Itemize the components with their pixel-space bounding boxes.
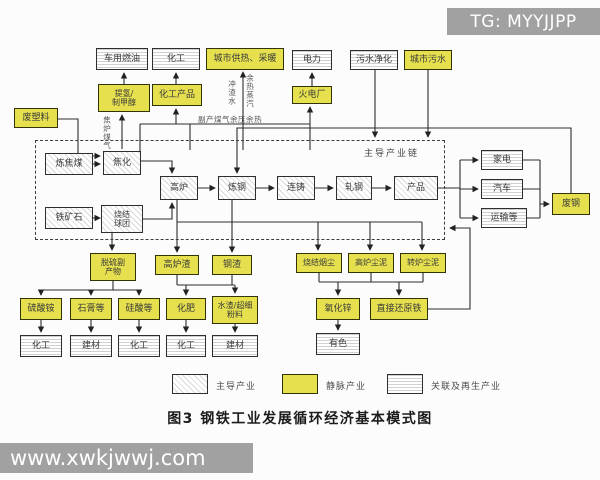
main-chain-frame — [35, 140, 445, 240]
node-sintering: 烧结 球团 — [101, 205, 143, 233]
node-hydrogen-methanol: 提氢/ 制甲醇 — [98, 84, 150, 112]
node-silicate: 硅酸等 — [118, 298, 160, 320]
label-byproduct-gas: 副产煤气余压余热 — [198, 115, 262, 124]
node-slag-powder: 水渣/超细 粉料 — [212, 296, 258, 324]
node-chem-industry-top: 化工 — [152, 48, 200, 70]
node-steelmaking: 炼钢 — [218, 176, 256, 200]
node-city-sewage: 城市污水 — [404, 50, 452, 70]
node-products: 产品 — [394, 176, 438, 200]
node-chem-products: 化工产品 — [152, 84, 202, 106]
node-sinter-dust: 烧结烟尘 — [296, 253, 342, 273]
node-steel-slag: 钢渣 — [212, 255, 252, 275]
legend-swatch-venous — [282, 374, 318, 394]
node-blast-furnace: 高炉 — [160, 176, 198, 200]
node-desulf-byproduct: 脱硫副 产物 — [90, 253, 136, 281]
node-coking: 焦化 — [103, 151, 141, 175]
node-building-mat-1: 建材 — [70, 335, 112, 357]
legend-label-leading: 主导产业 — [216, 382, 257, 392]
legend-swatch-related — [387, 374, 423, 394]
main-chain-label: 主导产业链 — [364, 149, 420, 159]
node-transport: 运输等 — [481, 208, 527, 228]
node-bf-slag: 高炉渣 — [155, 255, 199, 275]
node-nonferrous: 有色 — [316, 333, 360, 355]
node-appliances: 家电 — [481, 150, 523, 170]
node-converter-dust: 转炉尘泥 — [400, 253, 446, 273]
legend-label-related: 关联及再生产业 — [431, 382, 502, 392]
node-thermal-plant: 火电厂 — [292, 86, 332, 104]
legend-swatch-leading — [172, 374, 208, 394]
node-sewage-purification: 污水净化 — [350, 50, 398, 70]
node-chem-3: 化工 — [166, 335, 206, 357]
node-chem-2: 化工 — [118, 335, 160, 357]
node-coking-coal: 炼焦煤 — [45, 153, 93, 175]
node-city-heating: 城市供热、采暖 — [206, 48, 284, 70]
tg-watermark-banner: TG: MYYJJPP — [447, 8, 600, 35]
node-gypsum: 石膏等 — [70, 298, 112, 320]
legend-label-venous: 静脉产业 — [326, 382, 367, 392]
figure-caption: 图3 钢铁工业发展循环经济基本模式图 — [167, 411, 433, 427]
node-building-mat-2: 建材 — [212, 335, 258, 357]
node-waste-plastic: 废塑料 — [14, 108, 58, 128]
node-power: 电力 — [292, 50, 332, 70]
node-iron-ore: 铁矿石 — [45, 207, 93, 229]
label-coke-oven-gas: 焦炉煤气 — [102, 116, 112, 150]
node-dri: 直接还原铁 — [370, 298, 428, 320]
node-casting: 连铸 — [277, 176, 315, 200]
label-slag-flush-water: 冲渣水 — [227, 80, 237, 106]
site-watermark-banner: www.xwkjwwj.com — [0, 443, 253, 473]
node-vehicle-fuel: 车用燃油 — [96, 48, 148, 70]
node-ammonium-sulfate: 硫酸铵 — [20, 298, 62, 320]
node-chem-1: 化工 — [20, 335, 62, 357]
node-rolling: 轧钢 — [336, 176, 372, 200]
node-fertilizer: 化肥 — [166, 298, 206, 320]
node-bf-dust: 高炉尘泥 — [348, 253, 394, 273]
node-zinc-oxide: 氧化锌 — [316, 298, 360, 320]
label-waste-heat-steam: 余热蒸汽 — [245, 74, 255, 108]
node-scrap-steel: 废钢 — [552, 193, 590, 215]
node-automobiles: 汽车 — [481, 179, 523, 199]
